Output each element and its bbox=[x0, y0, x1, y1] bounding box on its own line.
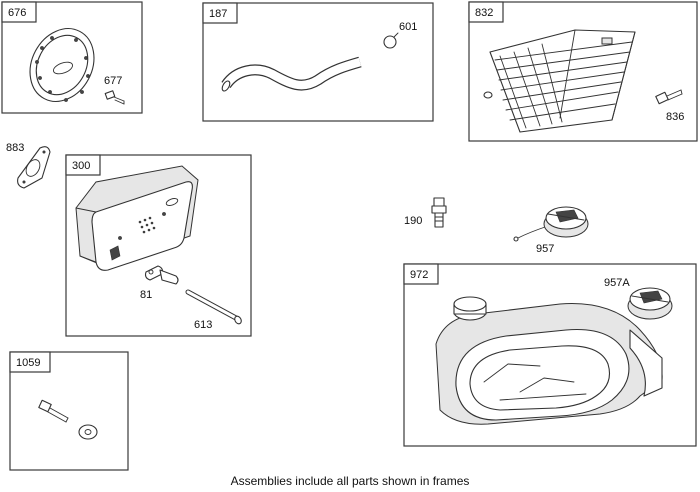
screw-1059-part bbox=[38, 399, 69, 423]
spark-arrester-screen-part bbox=[483, 29, 636, 133]
callout-836: 836 bbox=[666, 111, 684, 123]
guard-plate-part bbox=[29, 28, 95, 102]
washer-1059-part bbox=[78, 424, 98, 440]
frame-972-label: 972 bbox=[410, 269, 428, 281]
frame-187: 187 601 bbox=[202, 2, 434, 122]
bracket-81-part bbox=[144, 265, 179, 285]
frame-832: 832 836 bbox=[468, 1, 698, 142]
fitting-190-part bbox=[431, 197, 447, 228]
gasket-883-part bbox=[17, 146, 51, 189]
fuel-cap-957A-part bbox=[627, 287, 673, 320]
fuel-cap-957-part bbox=[513, 206, 589, 242]
frame-676-label: 676 bbox=[8, 7, 26, 19]
frame-972: 972 957A bbox=[403, 263, 697, 447]
callout-883: 883 bbox=[6, 142, 24, 154]
screw-836-part bbox=[655, 89, 683, 105]
callout-957: 957 bbox=[536, 243, 554, 255]
fuel-tank-part bbox=[435, 296, 663, 425]
screw-677-part bbox=[104, 90, 125, 105]
callout-613: 613 bbox=[194, 319, 212, 331]
frame-300-label: 300 bbox=[72, 160, 90, 172]
callout-81: 81 bbox=[140, 289, 152, 301]
frame-1059: 1059 bbox=[9, 351, 129, 471]
footer-note: Assemblies include all parts shown in fr… bbox=[230, 474, 470, 488]
frame-832-label: 832 bbox=[475, 7, 493, 19]
frame-300: 300 81 bbox=[65, 154, 252, 337]
hose-clamp-601-part bbox=[383, 32, 399, 49]
bolt-613-part bbox=[185, 289, 242, 325]
callout-957A: 957A bbox=[604, 277, 630, 289]
callout-190: 190 bbox=[404, 215, 422, 227]
hose-part bbox=[221, 56, 362, 92]
muffler-part bbox=[75, 165, 199, 271]
callout-601: 601 bbox=[399, 21, 417, 33]
frame-1059-label: 1059 bbox=[16, 357, 40, 369]
callout-677: 677 bbox=[104, 75, 122, 87]
frame-187-label: 187 bbox=[209, 8, 227, 20]
frame-676: 676 677 bbox=[1, 1, 143, 114]
